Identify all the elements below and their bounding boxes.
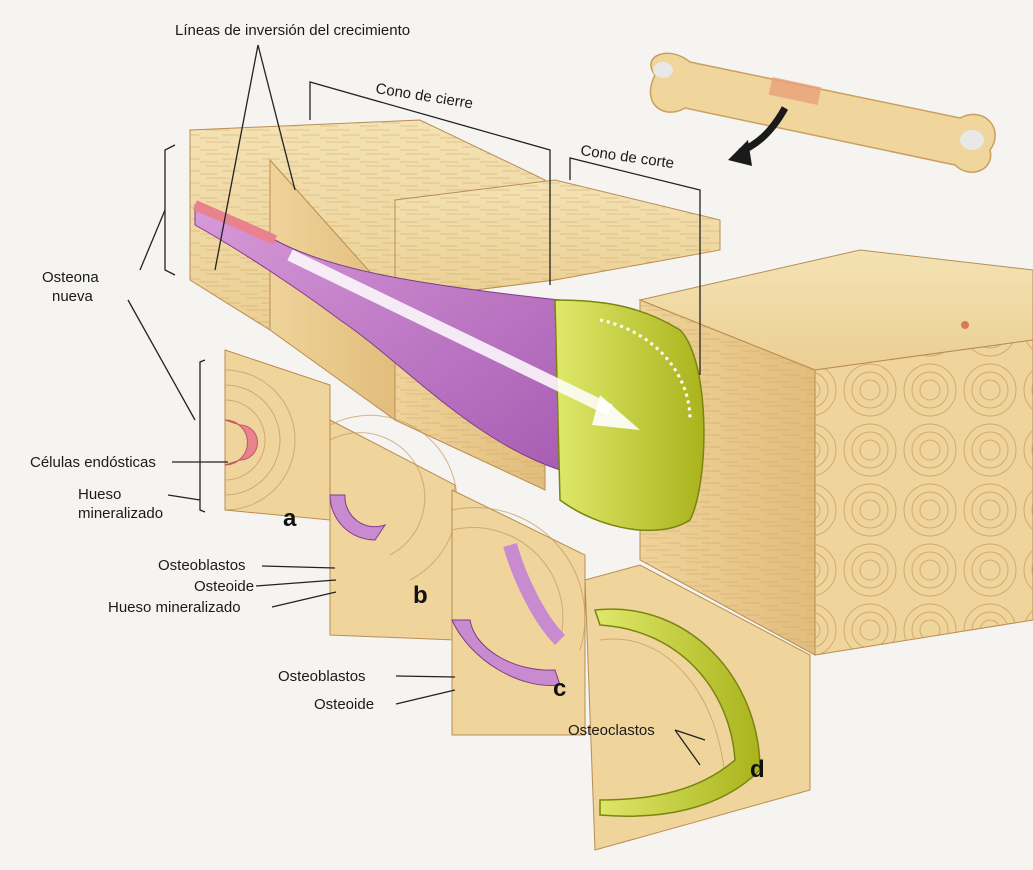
section-letter-d: d bbox=[750, 756, 765, 783]
label-new-osteon-line1: Osteona bbox=[42, 269, 99, 286]
section-letter-c: c bbox=[553, 675, 566, 702]
label-osteoclasts-d: Osteoclastos bbox=[568, 722, 655, 739]
label-cutting-cone: Cono de corte bbox=[579, 142, 675, 172]
section-a bbox=[225, 350, 330, 520]
section-letter-b: b bbox=[413, 582, 428, 609]
label-mineralized-bone-a-line1: Hueso bbox=[78, 486, 121, 503]
label-mineralized-bone-a-line2: mineralizado bbox=[78, 505, 163, 522]
label-new-osteon-line2: nueva bbox=[52, 288, 94, 305]
label-mineralized-bone-b: Hueso mineralizado bbox=[108, 599, 241, 616]
label-closing-cone: Cono de cierre bbox=[374, 80, 474, 112]
label-osteoblasts-b: Osteoblastos bbox=[158, 557, 246, 574]
label-osteoid-c: Osteoide bbox=[314, 696, 374, 713]
label-osteoblasts-c: Osteoblastos bbox=[278, 668, 366, 685]
section-letter-a: a bbox=[283, 505, 297, 532]
cutting-cone bbox=[555, 300, 704, 530]
long-bone-icon bbox=[650, 53, 995, 172]
label-osteoid-b: Osteoide bbox=[194, 578, 254, 595]
label-growth-reversal-lines: Líneas de inversión del crecimiento bbox=[175, 22, 410, 39]
label-endosteal-cells: Células endósticas bbox=[30, 454, 156, 471]
section-b bbox=[330, 415, 457, 640]
